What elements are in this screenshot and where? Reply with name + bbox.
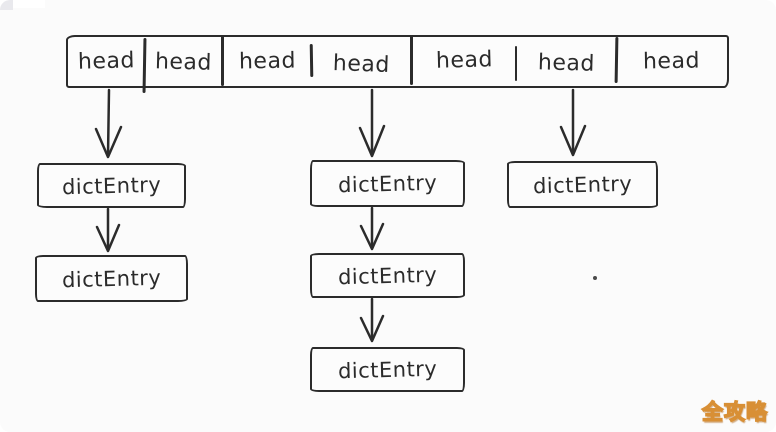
stray-ink-dot xyxy=(593,276,597,280)
arrow-down-icon xyxy=(94,88,123,159)
arrow-down-icon xyxy=(95,207,121,253)
dict-entry-box: dictEntry xyxy=(310,347,465,392)
dict-entry-label: dictEntry xyxy=(337,262,438,289)
hash-cell-3: head xyxy=(312,35,414,86)
arrow-down-icon xyxy=(359,206,385,251)
dict-entry-label: dictEntry xyxy=(532,171,633,198)
arrow-down-icon xyxy=(359,297,385,343)
dict-entry-label: dictEntry xyxy=(61,265,162,292)
dict-entry-box: dictEntry xyxy=(507,161,658,208)
dict-entry-box: dictEntry xyxy=(310,160,465,207)
dict-entry-label: dictEntry xyxy=(337,170,438,197)
dict-entry-box: dictEntry xyxy=(37,163,186,208)
dict-entry-box: dictEntry xyxy=(310,253,465,298)
dict-entry-box: dictEntry xyxy=(35,255,188,302)
dict-entry-label: dictEntry xyxy=(337,356,438,383)
watermark-text: 全攻略 xyxy=(701,399,768,424)
arrow-down-icon xyxy=(559,88,587,157)
scan-artifact xyxy=(13,0,45,8)
hash-table-bar: head head head head head head head xyxy=(66,35,729,88)
arrow-down-icon xyxy=(358,88,386,158)
dict-entry-label: dictEntry xyxy=(61,172,162,199)
scan-artifact xyxy=(0,0,13,10)
